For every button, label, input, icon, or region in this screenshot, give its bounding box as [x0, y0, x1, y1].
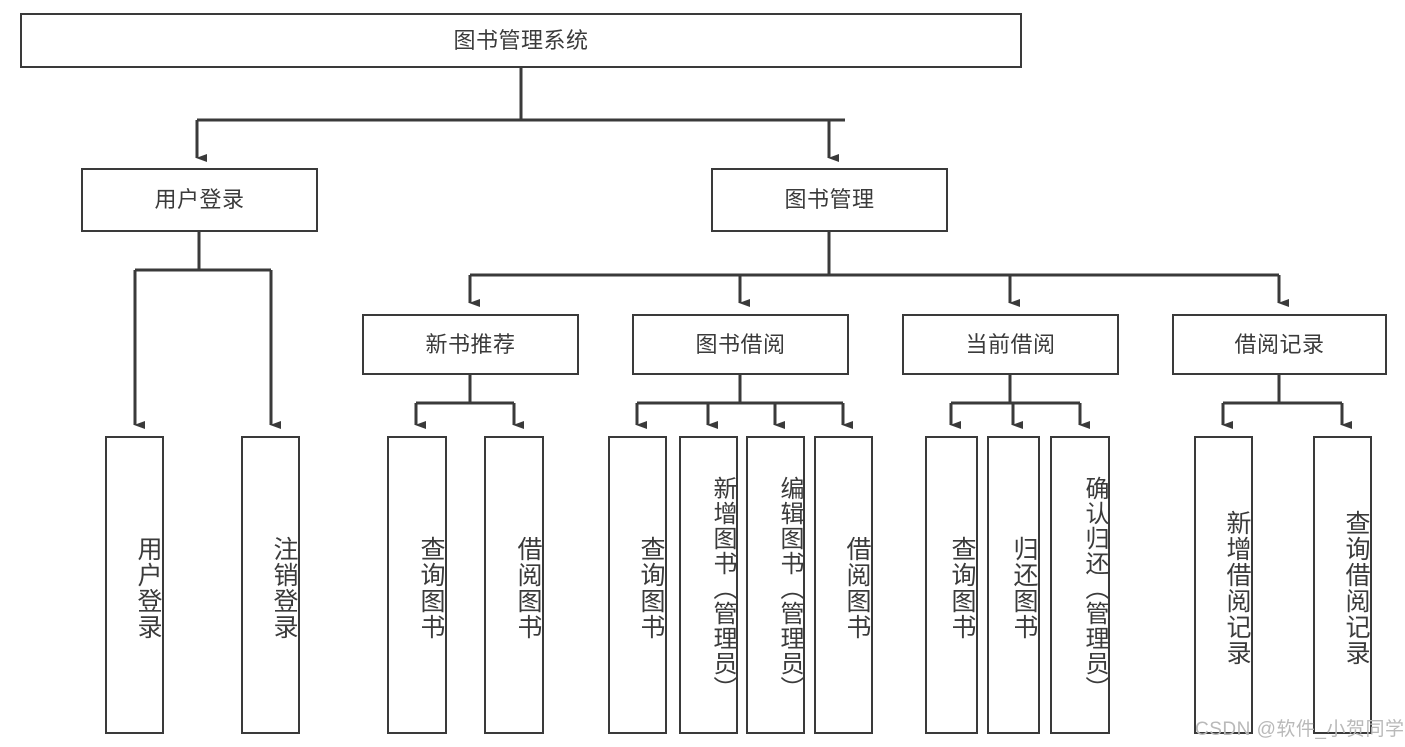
leaf-confirm-return-admin[interactable]: 确认归还（管理员） [1050, 436, 1110, 734]
node-borrow-record[interactable]: 借阅记录 [1172, 314, 1387, 375]
node-new-book-recommend[interactable]: 新书推荐 [362, 314, 579, 375]
leaf-query-book-current[interactable]: 查询图书 [925, 436, 978, 734]
node-root-system[interactable]: 图书管理系统 [20, 13, 1022, 68]
node-user-login[interactable]: 用户登录 [81, 168, 318, 232]
node-current-borrow[interactable]: 当前借阅 [902, 314, 1119, 375]
leaf-return-book[interactable]: 归还图书 [987, 436, 1040, 734]
leaf-borrow-book-recommend[interactable]: 借阅图书 [484, 436, 544, 734]
leaf-query-borrow-record[interactable]: 查询借阅记录 [1313, 436, 1372, 734]
leaf-user-login[interactable]: 用户登录 [105, 436, 164, 734]
leaf-query-book-borrow[interactable]: 查询图书 [608, 436, 667, 734]
node-book-borrow[interactable]: 图书借阅 [632, 314, 849, 375]
leaf-borrow-book[interactable]: 借阅图书 [814, 436, 873, 734]
leaf-query-book-recommend[interactable]: 查询图书 [387, 436, 447, 734]
leaf-add-book-admin[interactable]: 新增图书（管理员） [679, 436, 738, 734]
node-book-management[interactable]: 图书管理 [711, 168, 948, 232]
leaf-edit-book-admin[interactable]: 编辑图书（管理员） [746, 436, 805, 734]
watermark-text: CSDN @软件_小贺同学 [1195, 719, 1405, 740]
leaf-add-borrow-record[interactable]: 新增借阅记录 [1194, 436, 1253, 734]
leaf-logout[interactable]: 注销登录 [241, 436, 300, 734]
